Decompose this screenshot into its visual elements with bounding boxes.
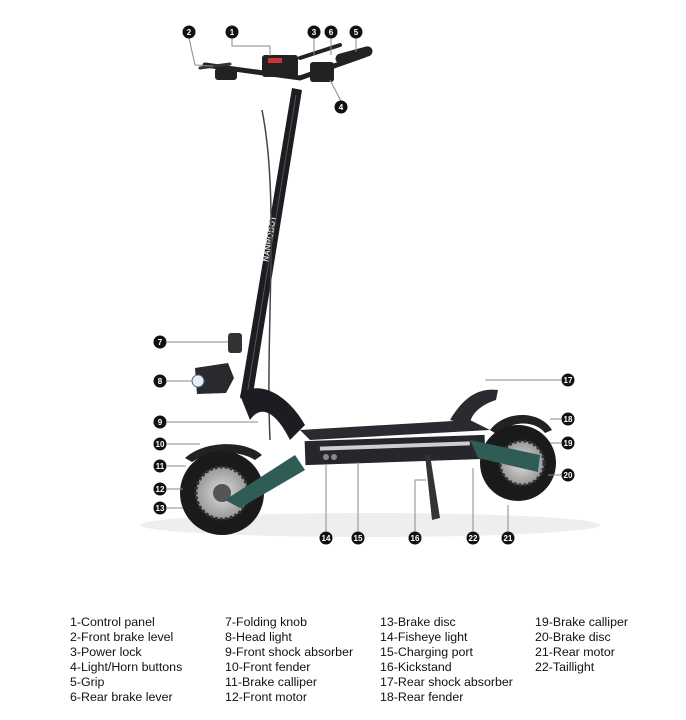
rear-swingarm — [470, 440, 540, 472]
legend-item: 18-Rear fender — [380, 690, 464, 704]
callout-number: 9 — [158, 418, 163, 427]
callout-marker — [561, 468, 575, 482]
callout-marker — [561, 373, 575, 387]
callout-marker — [319, 531, 333, 545]
callout-marker — [153, 374, 167, 388]
legend-item: 17-Rear shock absorber — [380, 675, 513, 689]
legend-item: 15-Charging port — [380, 645, 473, 659]
legend-column: 13-Brake disc 14-Fisheye light 15-Chargi… — [380, 615, 535, 705]
callout-number: 2 — [187, 28, 192, 37]
legend-item: 22-Taillight — [535, 660, 595, 674]
callout-number: 22 — [469, 534, 478, 543]
callout-number: 11 — [156, 462, 165, 471]
scooter-diagram: NANROBOT — [140, 25, 600, 545]
callout-marker — [334, 100, 348, 114]
callout-marker — [153, 501, 167, 515]
callout-number: 1 — [230, 28, 235, 37]
legend-item: 21-Rear motor — [535, 645, 615, 659]
callout-marker — [307, 25, 321, 39]
kickstand — [425, 455, 440, 520]
front-wheel — [180, 444, 264, 535]
callout-number: 12 — [156, 485, 165, 494]
legend-item: 13-Brake disc — [380, 615, 456, 629]
callout-number: 8 — [158, 377, 163, 386]
callout-marker — [324, 25, 338, 39]
legend-item: 9-Front shock absorber — [225, 645, 354, 659]
callout-marker — [561, 436, 575, 450]
callout-number: 21 — [504, 534, 513, 543]
leader-lines — [167, 37, 561, 531]
legend-item: 12-Front motor — [225, 690, 307, 704]
legend-column: 19-Brake calliper 20-Brake disc 21-Rear … — [535, 615, 685, 705]
callout-marker — [153, 459, 167, 473]
callout-marker — [153, 482, 167, 496]
callout-marker — [153, 335, 167, 349]
callout-marker — [408, 531, 422, 545]
head-light — [195, 363, 234, 394]
callout-marker — [351, 531, 365, 545]
callout-number: 3 — [312, 28, 317, 37]
legend-column: 1-Control panel 2-Front brake level 3-Po… — [70, 615, 225, 705]
callout-marker — [182, 25, 196, 39]
legend-item: 1-Control panel — [70, 615, 155, 629]
legend-item: 14-Fisheye light — [380, 630, 468, 644]
legend-column: 7-Folding knob 8-Head light 9-Front shoc… — [225, 615, 380, 705]
legend-item: 3-Power lock — [70, 645, 142, 659]
callout-marker — [153, 415, 167, 429]
callout-number: 15 — [354, 534, 363, 543]
legend-item: 7-Folding knob — [225, 615, 307, 629]
front-swingarm — [225, 455, 305, 508]
legend-item: 11-Brake calliper — [225, 675, 318, 689]
legend-item: 6-Rear brake lever — [70, 690, 173, 704]
callout-number: 17 — [564, 376, 573, 385]
deck — [300, 420, 490, 466]
callout-number: 4 — [339, 103, 344, 112]
legend-item: 16-Kickstand — [380, 660, 452, 674]
callout-marker — [501, 531, 515, 545]
legend-item: 2-Front brake level — [70, 630, 174, 644]
callout-number: 14 — [322, 534, 331, 543]
front-fork — [240, 388, 305, 440]
callout-number: 5 — [354, 28, 359, 37]
callout-marker — [153, 437, 167, 451]
callout-number: 6 — [329, 28, 334, 37]
legend-item: 10-Front fender — [225, 660, 311, 674]
callout-number: 7 — [158, 338, 163, 347]
callout-number: 16 — [411, 534, 420, 543]
ground-shadow — [140, 513, 600, 537]
callout-number: 13 — [156, 504, 165, 513]
callout-marker — [561, 412, 575, 426]
callout-marker — [349, 25, 363, 39]
legend-item: 19-Brake calliper — [535, 615, 628, 629]
legend-item: 20-Brake disc — [535, 630, 611, 644]
parts-legend: 1-Control panel 2-Front brake level 3-Po… — [70, 615, 685, 705]
legend-item: 4-Light/Horn buttons — [70, 660, 183, 674]
handlebar — [198, 43, 373, 82]
callout-marker — [466, 531, 480, 545]
legend-item: 8-Head light — [225, 630, 292, 644]
callout-number: 10 — [156, 440, 165, 449]
legend-item: 5-Grip — [70, 675, 105, 689]
rear-shock — [450, 389, 498, 425]
callout-number: 18 — [564, 415, 573, 424]
folding-knob — [228, 333, 242, 353]
callout-marker — [225, 25, 239, 39]
callout-number: 20 — [564, 471, 573, 480]
callout-number: 19 — [564, 439, 573, 448]
